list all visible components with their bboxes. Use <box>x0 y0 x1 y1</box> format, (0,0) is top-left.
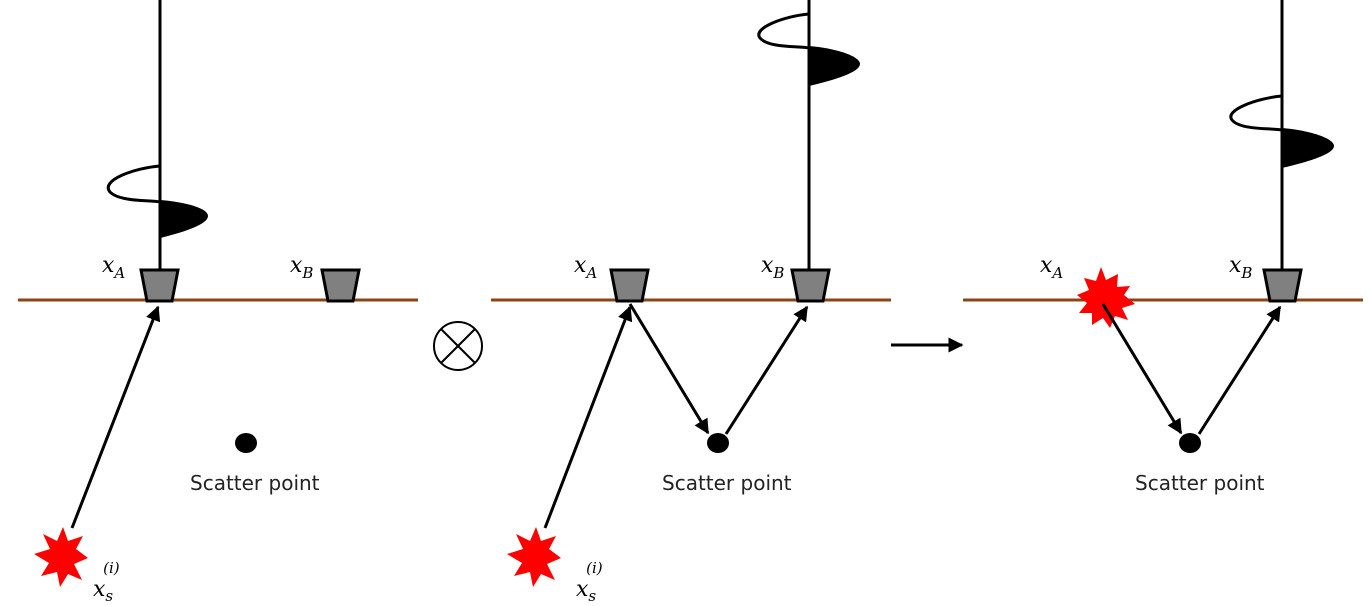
receiver-a-label: xA <box>102 253 125 282</box>
scatter-caption: Scatter point <box>1135 471 1265 495</box>
wavelet-filled-lobe <box>1282 128 1334 168</box>
source-label: xs(i) <box>576 559 603 605</box>
receiver-a <box>139 268 180 303</box>
ray-a-to-scatter <box>1101 303 1183 435</box>
ray-source-to-a <box>70 305 161 529</box>
wavelet-lobe <box>1229 94 1283 132</box>
panel-2: xA xB xs(i) Scatter point <box>491 0 891 605</box>
scatter-caption: Scatter point <box>662 471 792 495</box>
source-label: xs(i) <box>93 559 120 605</box>
receiver-a-label: xA <box>1040 253 1063 282</box>
virtual-source-burst-icon <box>1077 267 1135 328</box>
ray-scatter-to-b <box>724 305 809 435</box>
receiver-b-label: xB <box>761 253 784 282</box>
scatter-point <box>707 433 729 453</box>
panel-1: xA xB xs(i) Scatter point <box>18 0 418 605</box>
ray-scatter-to-b <box>1197 305 1282 435</box>
receiver-b <box>320 268 361 303</box>
ray-a-to-scatter <box>628 303 710 435</box>
wavelet-lobe <box>106 164 161 204</box>
ray-source-to-a <box>543 305 633 529</box>
receiver-b <box>790 268 831 303</box>
wavelet-lobe <box>757 12 810 50</box>
receiver-a <box>609 268 650 303</box>
wavelet-filled-lobe <box>809 46 860 86</box>
correlation-operator-icon <box>433 321 483 371</box>
receiver-b-label: xB <box>290 253 313 282</box>
scatter-point <box>1179 433 1201 453</box>
receiver-a-label: xA <box>574 253 597 282</box>
source-burst-icon <box>507 527 561 587</box>
panel-3: xA xB Scatter point <box>963 0 1363 495</box>
scatter-caption: Scatter point <box>190 471 320 495</box>
wavelet-filled-lobe <box>160 200 208 238</box>
source-burst-icon <box>34 527 88 587</box>
receiver-b <box>1262 268 1303 303</box>
receiver-b-label: xB <box>1229 253 1252 282</box>
scatter-point <box>235 433 257 453</box>
